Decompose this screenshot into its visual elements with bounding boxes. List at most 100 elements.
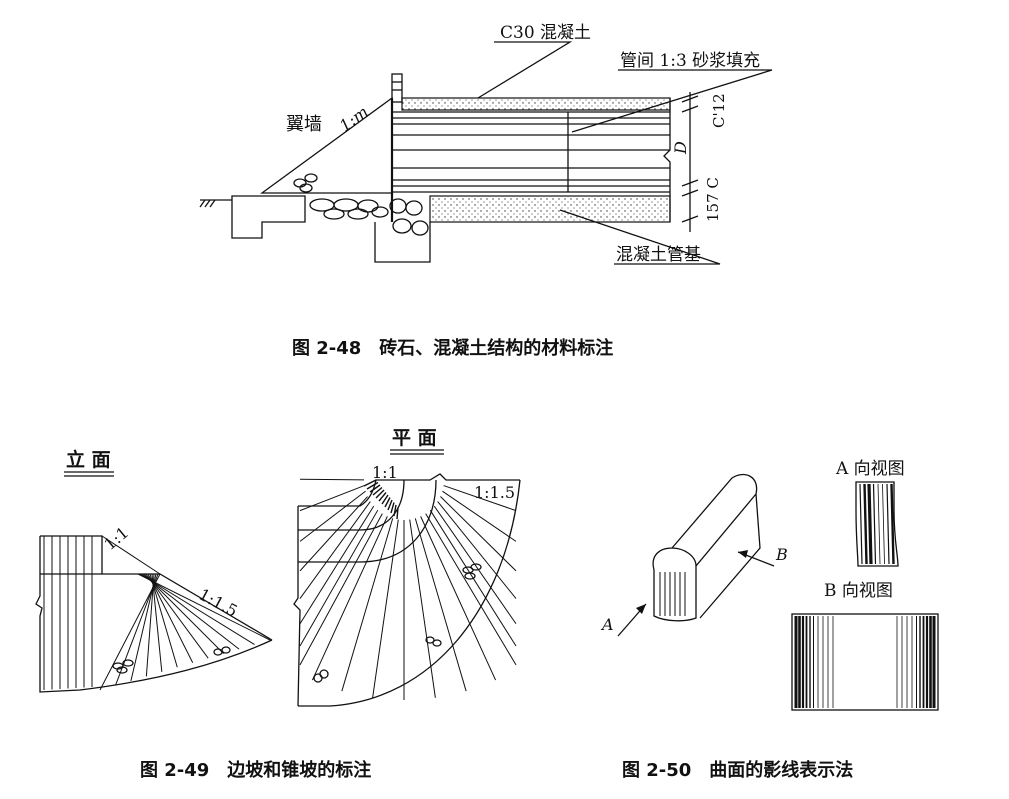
curved-solid-side (699, 493, 761, 619)
pipe-lines (392, 111, 670, 193)
leader-mortar (571, 69, 773, 133)
hatch-line (372, 486, 383, 496)
hatch-line (433, 505, 517, 625)
elevation-slope-lines (43, 535, 271, 691)
label-c-bot: 157 C (704, 177, 722, 222)
hatch-line (147, 573, 194, 663)
hatch-line (299, 490, 366, 542)
solid-shading-lines (659, 572, 686, 616)
plan-road-inner (298, 479, 405, 531)
leader-c30 (477, 41, 573, 99)
hatch-line (299, 505, 375, 625)
plan-slope-2: 1:1.5 (474, 483, 515, 502)
hatch-line (101, 535, 161, 575)
hatch-line (311, 516, 388, 681)
label-d: D (671, 141, 690, 155)
wingwall (260, 96, 393, 194)
hatch-line (859, 483, 863, 565)
hatch-line (420, 516, 497, 681)
hatch-line (443, 485, 517, 512)
caption-fig48: 图 2-48 砖石、混凝土结构的材料标注 (292, 337, 613, 359)
hatch-line (143, 573, 224, 654)
hatch-line (390, 502, 395, 514)
label-mortar: 管间 1:3 砂浆填充 (620, 51, 760, 71)
wingwall-footing (231, 195, 306, 239)
label-pipe-base: 混凝土管基 (616, 245, 701, 265)
fig49-plan: 平 面 1:1 1:1.5 (293, 427, 521, 707)
hatch-line (414, 518, 467, 692)
plan-slope-lines (299, 478, 517, 700)
elevation-title: 立 面 (66, 448, 111, 471)
label-c30: C30 混凝土 (500, 23, 591, 43)
hatch-line (384, 497, 391, 508)
concrete-pipe-base (429, 195, 671, 223)
hatch-line (130, 573, 157, 682)
elev-slope-2: 1:1.5 (196, 585, 241, 621)
label-a: A (600, 615, 614, 634)
hatch-line (299, 485, 365, 512)
stone-texture (293, 173, 318, 193)
caption-fig49: 图 2-49 边坡和锥坡的标注 (140, 759, 371, 781)
hatch-line (363, 479, 377, 487)
hatch-line (145, 573, 209, 659)
break-line (663, 98, 671, 222)
dimension-marks (681, 92, 699, 232)
hatch-line (437, 501, 517, 599)
elev-slope-1: 1:1 (100, 523, 132, 554)
ground-hatch (199, 199, 216, 208)
hatch-line (890, 483, 895, 565)
hatch-line (137, 573, 271, 641)
hatch-line (341, 518, 394, 692)
hatch-line (409, 519, 436, 698)
plan-slope-1: 1:1 (372, 463, 398, 482)
hatch-line (299, 478, 365, 481)
label-b: B (775, 545, 788, 564)
top-concrete-cover (401, 97, 671, 111)
hatch-line (375, 489, 385, 499)
leader-base (559, 209, 721, 265)
plan-stones (313, 563, 482, 683)
hatch-line (863, 483, 868, 565)
label-c-top: C'12 (710, 93, 728, 128)
hatch-line (378, 492, 387, 502)
plan-title: 平 面 (392, 427, 437, 449)
hatch-line (299, 513, 383, 666)
rubble-stones (309, 198, 389, 220)
elevation-edge (35, 536, 273, 693)
curved-solid (652, 473, 758, 622)
hatch-line (882, 483, 885, 565)
railing-post (391, 73, 403, 103)
hatch-line (442, 490, 517, 542)
caption-fig50: 图 2-50 曲面的影线表示法 (622, 759, 853, 781)
hatch-line (299, 509, 379, 647)
hatch-line (151, 573, 163, 672)
hatch-line (886, 483, 890, 565)
hatch-line (381, 494, 389, 505)
hatch-line (141, 573, 240, 650)
hatch-line (440, 496, 517, 572)
label-wingwall: 翼墙 (286, 114, 322, 135)
a-view (855, 481, 899, 567)
hatch-line (396, 507, 399, 520)
hatch-line (393, 504, 397, 517)
hatch-line (867, 483, 873, 565)
hatch-line (425, 513, 517, 666)
hatch-line (149, 573, 178, 668)
plan-cone-edge (298, 479, 521, 707)
fig50-diagram: A B A 向视图 B 向视图 (600, 459, 939, 711)
hatch-line (387, 499, 393, 511)
hatch-line (372, 519, 399, 698)
hatch-line (139, 573, 255, 645)
hatch-line (872, 483, 877, 565)
hatch-line (366, 481, 379, 490)
b-view (791, 613, 939, 711)
headwall-stones (389, 198, 429, 236)
hatch-line (145, 573, 155, 677)
elevation-stones (112, 646, 231, 674)
b-view-title: B 向视图 (824, 581, 893, 601)
hatch-line (299, 501, 371, 599)
hatch-line (99, 573, 161, 691)
hatch-line (369, 484, 381, 493)
plan-left-edge (293, 506, 301, 707)
